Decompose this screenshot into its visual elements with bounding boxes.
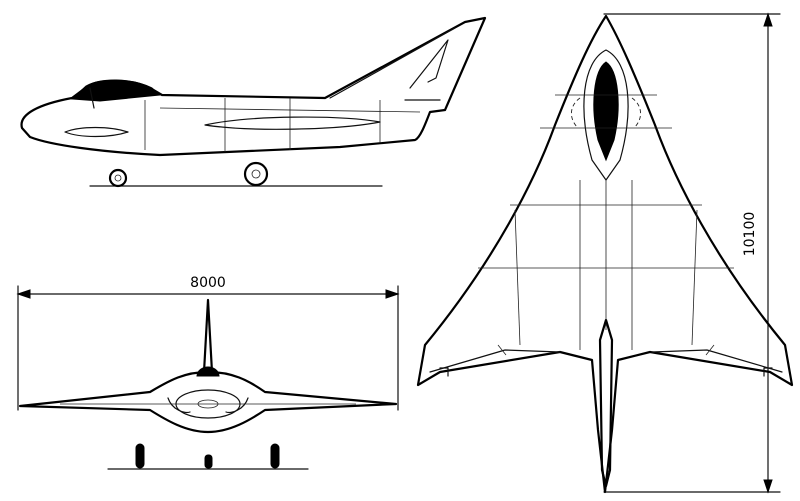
side-canopy	[70, 79, 162, 102]
front-intake-ring	[175, 389, 241, 419]
front-fin	[202, 298, 214, 374]
front-canopy	[196, 366, 220, 377]
length-dimension-label: 10100	[742, 212, 758, 257]
top-right-intake	[631, 97, 641, 129]
side-rudder-outline	[409, 39, 449, 89]
top-right-elevon-break	[705, 344, 715, 356]
side-air-intake	[64, 126, 129, 138]
front-intake-left	[167, 397, 191, 414]
side-fin-leading-line	[329, 27, 456, 99]
side-main-wheel	[243, 161, 269, 187]
top-left-intake	[571, 97, 581, 129]
top-left-elevon-hinge	[429, 349, 561, 373]
span-arrow-right	[385, 289, 400, 299]
span-dimension-label: 8000	[190, 275, 226, 291]
top-left-elevon-break	[497, 344, 507, 356]
front-left-main-wheel	[135, 443, 145, 469]
side-main-wheel-hub	[251, 169, 261, 179]
front-nose-wheel	[204, 454, 213, 469]
top-fin	[598, 318, 614, 488]
side-nose-wheel-hub	[114, 174, 122, 182]
top-right-elevon-hinge	[651, 349, 783, 373]
length-arrow-top	[763, 12, 773, 27]
top-left-elevon-tab	[439, 367, 449, 377]
front-wing-outline	[18, 370, 398, 434]
top-planform-outline	[416, 14, 794, 494]
side-nose-wheel	[108, 168, 128, 188]
top-view: 10100	[416, 12, 794, 494]
side-canopy-frame	[89, 87, 95, 109]
front-view: 8000	[16, 275, 400, 470]
front-intake-right	[225, 397, 249, 414]
top-panel-line-8	[691, 209, 698, 346]
span-arrow-left	[16, 289, 31, 299]
side-fuselage-outline	[20, 16, 487, 157]
length-arrow-bottom	[763, 479, 773, 494]
top-panel-line-7	[514, 209, 521, 346]
side-view	[20, 16, 487, 188]
top-canopy	[593, 61, 619, 162]
side-wing-fairing	[204, 116, 381, 130]
front-intake-center	[197, 399, 219, 409]
top-right-elevon-tab	[763, 367, 773, 377]
front-right-main-wheel	[270, 443, 280, 469]
